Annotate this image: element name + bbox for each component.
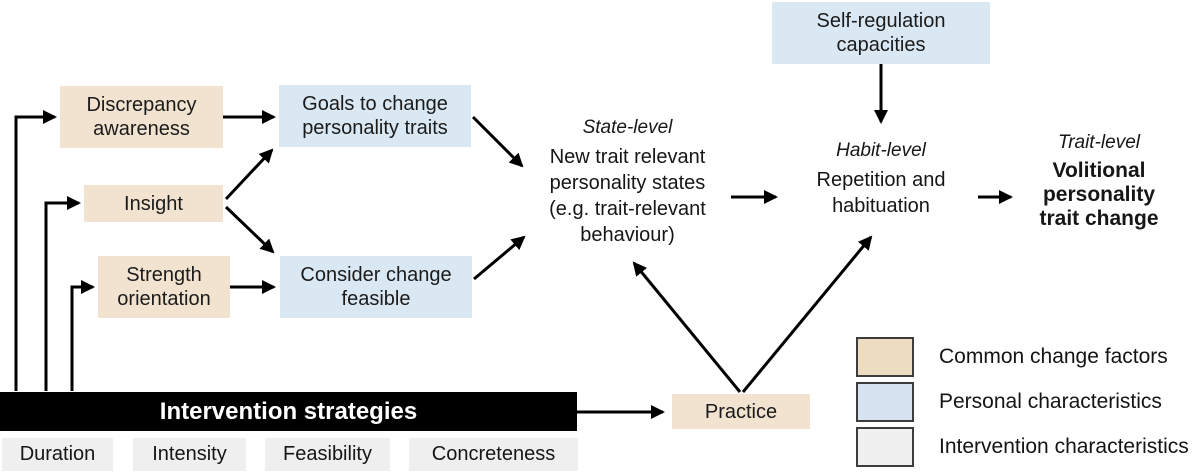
box-practice: Practice xyxy=(672,394,810,429)
chip-duration-label: Duration xyxy=(19,443,96,465)
box-strength-orientation: Strength orientation xyxy=(98,256,230,318)
stage-state-text: New trait relevant personality states (e… xyxy=(549,146,706,246)
arrow-insight-to-goals xyxy=(224,148,274,201)
box-strength-orientation-label: Strength orientation xyxy=(117,264,211,310)
box-consider-change-label: Consider change feasible xyxy=(300,264,452,310)
stage-trait: Trait-level Volitional personality trait… xyxy=(1028,132,1170,231)
arrow-intervention-to-insight xyxy=(44,196,81,391)
stage-habit-level: Habit-level xyxy=(836,140,926,161)
intervention-strategies-label: Intervention strategies xyxy=(159,397,418,425)
box-self-regulation-label: Self-regulation capacities xyxy=(816,10,946,56)
legend-label-intervention-characteristics: Intervention characteristics xyxy=(939,435,1189,458)
arrow-intervention-to-strength xyxy=(70,280,95,391)
stage-habit-text: Repetition and habituation xyxy=(816,169,946,217)
chip-feasibility-label: Feasibility xyxy=(283,443,372,465)
box-goals-to-change-label: Goals to change personality traits xyxy=(302,93,448,139)
chip-concreteness: Concreteness xyxy=(409,438,578,471)
box-discrepancy-awareness-label: Discrepancy awareness xyxy=(86,94,197,140)
chip-intensity: Intensity xyxy=(133,438,246,471)
legend-row-personal-characteristics: Personal characteristics xyxy=(856,382,1162,422)
chip-duration: Duration xyxy=(2,438,113,471)
intervention-strategies-bar: Intervention strategies xyxy=(0,392,577,431)
box-consider-change: Consider change feasible xyxy=(280,256,472,318)
stage-trait-level: Trait-level xyxy=(1058,132,1140,153)
box-insight-label: Insight xyxy=(124,192,183,215)
legend-row-intervention-characteristics: Intervention characteristics xyxy=(856,427,1189,467)
box-goals-to-change: Goals to change personality traits xyxy=(279,85,471,147)
box-insight: Insight xyxy=(84,185,223,222)
arrow-goals-to-state xyxy=(471,115,524,168)
box-practice-label: Practice xyxy=(704,400,778,423)
box-self-regulation: Self-regulation capacities xyxy=(772,2,990,64)
chip-feasibility: Feasibility xyxy=(265,438,390,471)
legend-label-personal-characteristics: Personal characteristics xyxy=(939,390,1162,413)
arrow-insight-to-consider xyxy=(224,205,275,254)
legend-label-common-change-factors: Common change factors xyxy=(939,345,1168,368)
arrow-practice-to-habit xyxy=(741,235,873,393)
arrow-practice-to-state xyxy=(632,261,742,393)
stage-trait-text: Volitional personality trait change xyxy=(1039,159,1159,230)
box-discrepancy-awareness: Discrepancy awareness xyxy=(60,86,223,148)
arrow-intervention-to-discrepancy xyxy=(14,110,57,391)
legend-row-common-change-factors: Common change factors xyxy=(856,337,1168,377)
chip-concreteness-label: Concreteness xyxy=(431,443,556,465)
stage-state-level: State-level xyxy=(582,117,673,138)
arrow-consider-to-state xyxy=(473,235,526,281)
chip-intensity-label: Intensity xyxy=(152,443,227,465)
stage-state: State-level New trait relevant personali… xyxy=(527,117,728,248)
intervention-characteristics-swatch xyxy=(856,427,914,467)
personal-characteristics-swatch xyxy=(856,382,914,422)
stage-habit: Habit-level Repetition and habituation xyxy=(795,140,967,219)
common-change-factors-swatch xyxy=(856,337,914,377)
